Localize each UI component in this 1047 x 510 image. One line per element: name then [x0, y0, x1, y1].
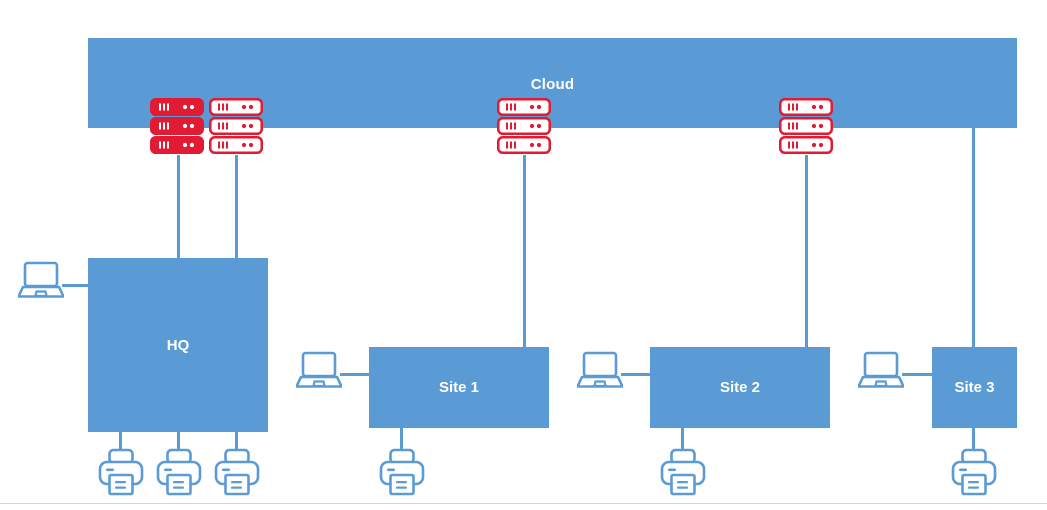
- laptop-icon-site-2-laptop[interactable]: [577, 350, 623, 390]
- bottom-divider: [0, 503, 1047, 504]
- server-stack-icon-site-1-server[interactable]: [497, 98, 551, 154]
- link-site-2-laptop: [621, 373, 650, 376]
- site-label-site-3: Site 3: [954, 379, 995, 396]
- site-node-site-1[interactable]: Site 1: [369, 347, 549, 428]
- laptop-icon-hq-laptop[interactable]: [18, 260, 64, 300]
- cloud-label: Cloud: [530, 76, 575, 93]
- link-site-1-laptop: [340, 373, 369, 376]
- link-site-1-server: [523, 155, 526, 347]
- printer-icon-site-2-printer-1[interactable]: [660, 448, 706, 498]
- laptop-icon-site-1-laptop[interactable]: [296, 350, 342, 390]
- server-stack-icon-hq-server-secondary[interactable]: [209, 98, 263, 154]
- laptop-icon-site-3-laptop[interactable]: [858, 350, 904, 390]
- link-hq-server-secondary: [235, 155, 238, 258]
- printer-icon-site-3-printer-1[interactable]: [951, 448, 997, 498]
- link-hq-laptop: [62, 284, 88, 287]
- link-cloud-site-3: [972, 128, 975, 347]
- link-site-3-laptop: [902, 373, 932, 376]
- printer-icon-site-1-printer-1[interactable]: [379, 448, 425, 498]
- link-hq-printer-3: [235, 432, 238, 455]
- site-label-site-1: Site 1: [438, 379, 480, 396]
- site-label-site-2: Site 2: [719, 379, 761, 396]
- link-hq-printer-2: [177, 432, 180, 455]
- server-stack-icon-site-2-server[interactable]: [779, 98, 833, 154]
- link-site-2-server: [805, 155, 808, 347]
- link-site-2-printer: [681, 428, 684, 455]
- printer-icon-hq-printer-1[interactable]: [98, 448, 144, 498]
- link-site-1-printer: [400, 428, 403, 455]
- server-stack-icon-hq-server-primary[interactable]: [150, 98, 204, 154]
- site-node-hq[interactable]: HQ: [88, 258, 268, 432]
- site-label-hq: HQ: [166, 336, 190, 354]
- link-hq-printer-1: [119, 432, 122, 455]
- site-node-site-3[interactable]: Site 3: [932, 347, 1017, 428]
- printer-icon-hq-printer-3[interactable]: [214, 448, 260, 498]
- link-site-3-printer: [972, 428, 975, 455]
- link-hq-server-primary: [177, 155, 180, 258]
- printer-icon-hq-printer-2[interactable]: [156, 448, 202, 498]
- site-node-site-2[interactable]: Site 2: [650, 347, 830, 428]
